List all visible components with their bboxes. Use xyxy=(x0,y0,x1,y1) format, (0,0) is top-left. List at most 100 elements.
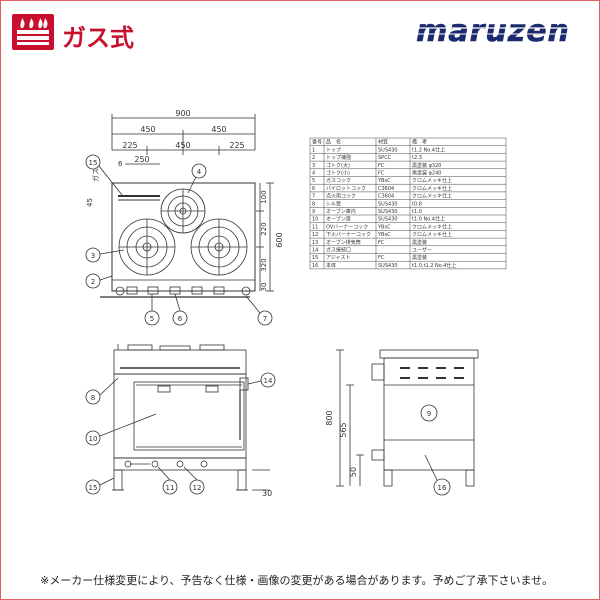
dim-total-width: 900 xyxy=(175,109,190,118)
parts-table-cell: オーブン庫内 xyxy=(326,208,356,215)
parts-table-cell: パイロットコック xyxy=(326,186,366,192)
callout-10: 10 xyxy=(89,435,98,443)
dim-top-right: 225 xyxy=(229,141,244,150)
parts-table-cell: 黒塗装 xyxy=(412,239,427,246)
parts-table-cell: 5 xyxy=(312,178,315,184)
parts-table-cell: オーブン扉 xyxy=(326,216,351,223)
dim-565: 565 xyxy=(339,422,348,437)
parts-table-cell: 15 xyxy=(312,255,318,261)
callout-12: 12 xyxy=(193,484,202,492)
parts-table-cell: SUS430 xyxy=(378,201,398,207)
parts-table-cell: ユーザー xyxy=(412,248,432,254)
parts-table-cell: 3 xyxy=(312,163,315,169)
parts-table-cell: 7 xyxy=(312,194,315,200)
parts-table-cell: 2 xyxy=(312,155,315,161)
callout-6: 6 xyxy=(178,315,183,323)
front-elevation: 30 8 10 15 11 12 14 xyxy=(85,344,276,498)
dim-right-half: 450 xyxy=(211,125,226,134)
parts-table-cell: トップ xyxy=(326,147,341,153)
dim-30-plan: 30 xyxy=(260,283,268,292)
parts-table-cell: 本体 xyxy=(326,262,336,269)
parts-table-header: 品 名 xyxy=(326,139,341,146)
disclaimer-note: ※メーカー仕様変更により、予告なく仕様・画像の変更がある場合があります。予めご了… xyxy=(40,574,554,587)
side-gas-dim: 45 xyxy=(86,198,94,207)
callout-7: 7 xyxy=(263,315,267,323)
plan-view: 900 450 450 225 450 225 6 250 xyxy=(85,109,284,326)
dim-100: 100 xyxy=(260,190,268,203)
parts-table-cell: クロムメッキ仕上 xyxy=(412,223,452,230)
dim-small-left: 6 xyxy=(118,160,123,168)
parts-table-cell: トップ補強 xyxy=(326,154,351,161)
technical-drawing: 900 450 450 225 450 225 6 250 xyxy=(0,60,600,570)
dim-top-left: 225 xyxy=(122,141,137,150)
category-label: ガス式 xyxy=(62,24,134,52)
parts-table-cell: 10 xyxy=(312,217,318,223)
parts-table-cell: 13 xyxy=(312,240,318,246)
callout-15-front: 15 xyxy=(89,484,98,492)
parts-table-cell: t0.8 xyxy=(412,201,422,207)
parts-table-cell: 黒塗装 φ320 xyxy=(412,162,441,169)
parts-table-cell: SUS430 xyxy=(378,209,398,215)
parts-table-header: 備 考 xyxy=(412,139,427,146)
callout-9: 9 xyxy=(427,410,431,418)
parts-table-cell: 6 xyxy=(312,186,315,192)
parts-table-header: 材質 xyxy=(378,139,388,146)
parts-table-cell: C3604 xyxy=(378,194,394,200)
parts-table-cell: SUS430 xyxy=(378,147,398,153)
dim-left-half: 450 xyxy=(140,125,155,134)
dim-height: 800 xyxy=(325,410,334,425)
parts-table-cell: 9 xyxy=(312,209,315,215)
parts-table-cell: FC xyxy=(378,255,385,261)
parts-table-cell: SUS430 xyxy=(378,217,398,223)
dim-knob-pitch: 250 xyxy=(134,155,149,164)
callout-15: 15 xyxy=(89,159,98,167)
parts-table-cell: 12 xyxy=(312,232,318,238)
parts-table-cell: 14 xyxy=(312,248,318,254)
parts-table-cell: 8 xyxy=(312,201,315,207)
dim-depth: 600 xyxy=(275,232,284,247)
plan-callouts: 15 4 3 2 5 6 7 xyxy=(85,154,273,326)
parts-table-cell: クロムメッキ仕上 xyxy=(412,231,452,238)
parts-table-cell: アジャスト xyxy=(326,255,351,261)
svg-text:maruzen: maruzen xyxy=(416,14,570,48)
parts-table-cell: クロムメッキ仕上 xyxy=(412,193,452,200)
dim-220: 220 xyxy=(260,222,268,235)
brand-logo: maruzen xyxy=(398,14,588,49)
gas-cock-row xyxy=(100,286,251,298)
parts-table-cell: FC xyxy=(378,240,385,246)
parts-table-cell: t1.0,t1.2 No.4仕上 xyxy=(412,262,457,269)
parts-table-header: 番号 xyxy=(312,139,322,146)
small-burner-plan xyxy=(160,188,206,234)
callout-4: 4 xyxy=(197,168,202,176)
parts-table-cell: FC xyxy=(378,171,385,177)
parts-table-cell: 16 xyxy=(312,263,318,269)
parts-table-cell: t2.3 xyxy=(412,155,422,161)
dim-middle: 450 xyxy=(175,141,190,150)
callout-11: 11 xyxy=(166,484,175,492)
parts-table-cell: クロムメッキ仕上 xyxy=(412,185,452,192)
parts-table-cell: FC xyxy=(378,163,385,169)
dim-50: 50 xyxy=(349,467,358,477)
callout-16: 16 xyxy=(438,484,447,492)
parts-table-cell: シル受 xyxy=(326,200,341,207)
parts-table-cell: 11 xyxy=(312,224,318,230)
parts-table-cell: SPCC xyxy=(378,155,392,161)
parts-table-cell: SUS430 xyxy=(378,263,398,269)
parts-table-cell: 点火用コック xyxy=(326,194,356,200)
parts-table-cell: 下火バーナーコック xyxy=(326,232,371,238)
parts-table-cell: 1 xyxy=(312,147,315,153)
gas-flame-icon xyxy=(12,14,54,50)
parts-table-cell: クロムメッキ仕上 xyxy=(412,177,452,184)
parts-table-cell: ガス接続口 xyxy=(326,247,351,254)
large-burner-left-plan xyxy=(118,218,176,276)
parts-table-cell: YBsC xyxy=(377,178,391,184)
parts-table-border xyxy=(309,137,507,270)
callout-2: 2 xyxy=(91,278,95,286)
dim-320: 320 xyxy=(260,258,268,271)
parts-table-cell: ゴトク(小) xyxy=(326,170,350,177)
parts-table-cell: OVバーナーコック xyxy=(326,224,368,230)
side-gas-text: ガス xyxy=(91,168,100,182)
callout-3: 3 xyxy=(91,252,95,260)
parts-table-cell: ゴトク(大) xyxy=(326,162,350,169)
